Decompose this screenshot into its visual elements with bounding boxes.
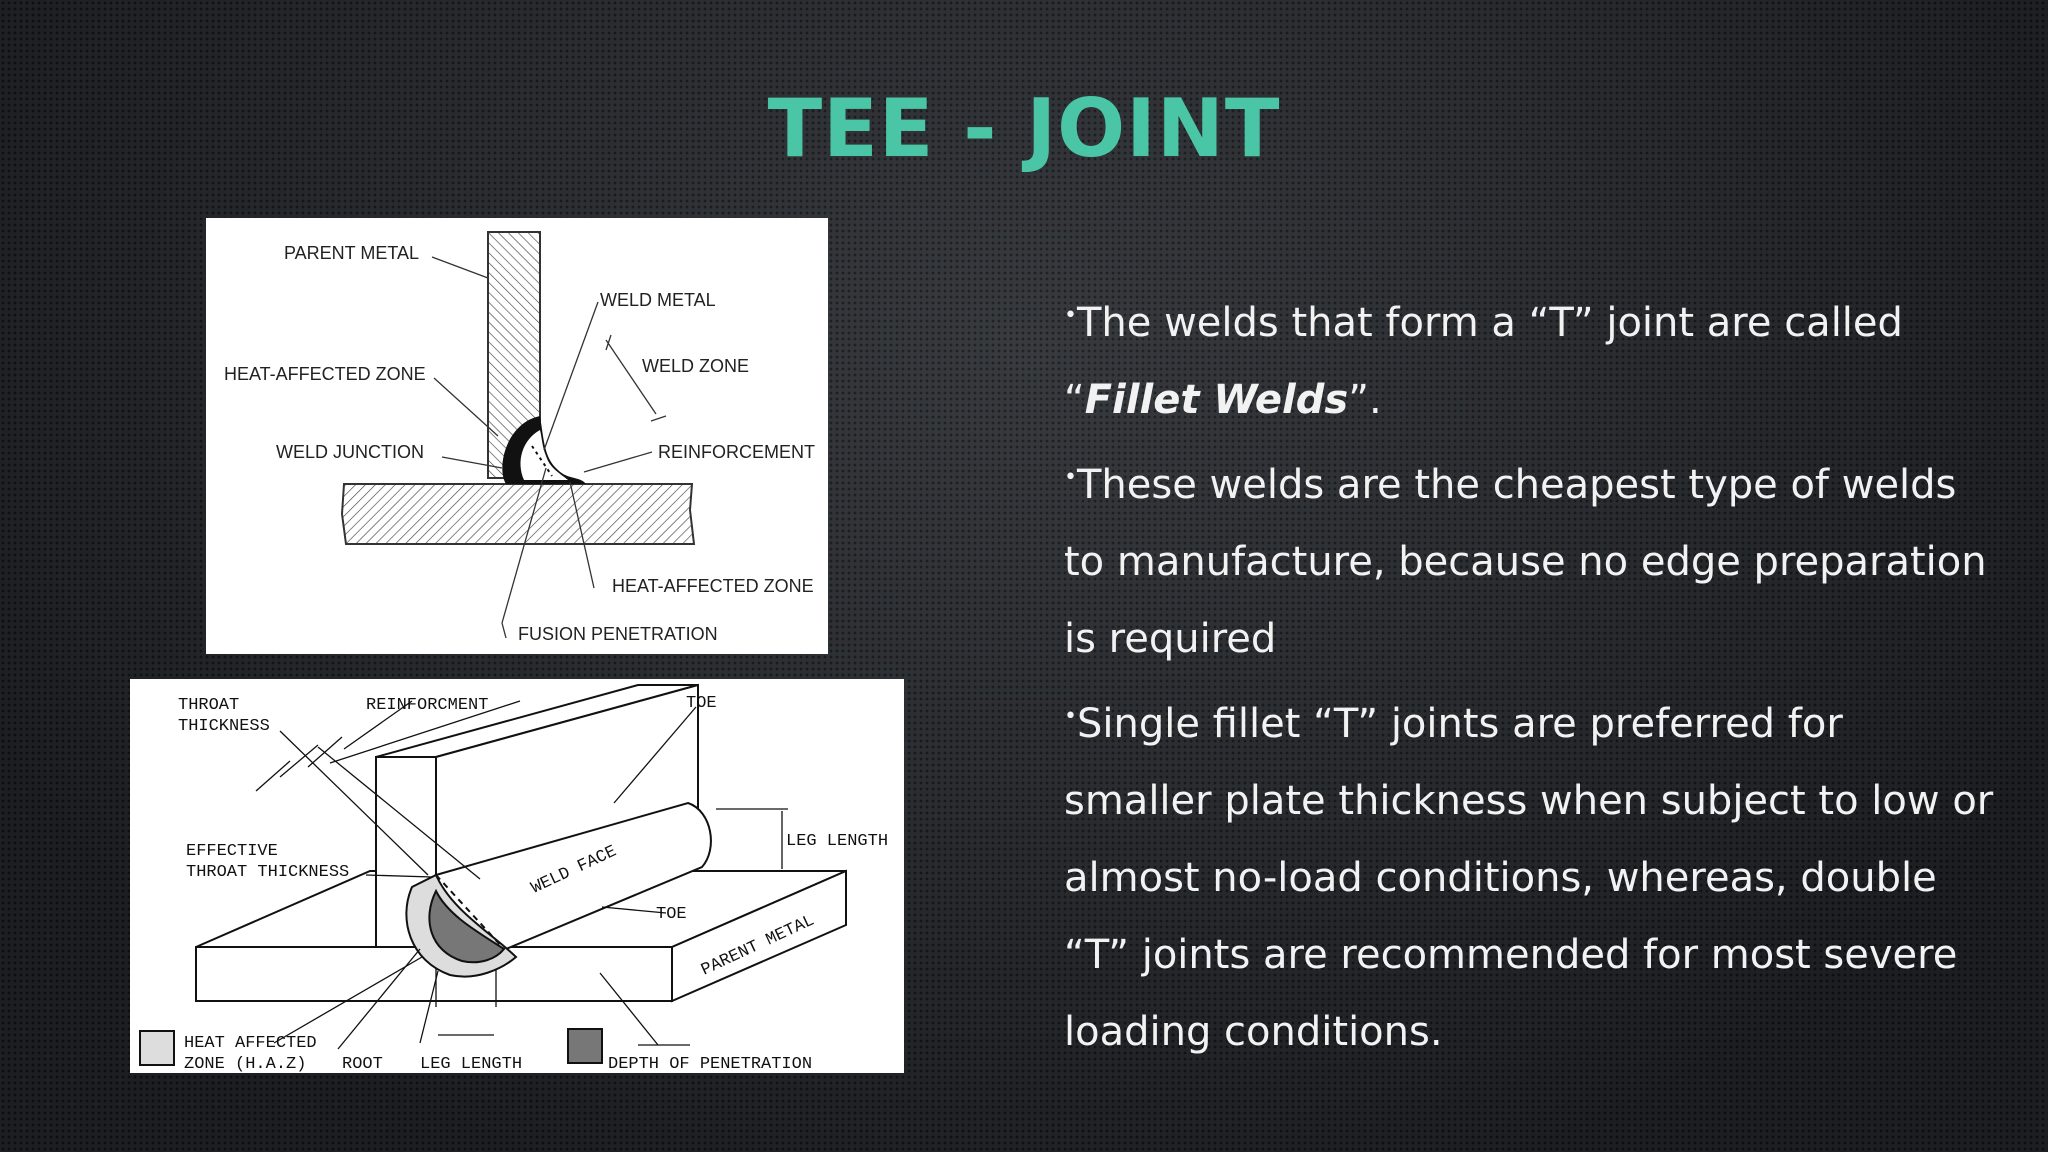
label-toe-top: TOE: [686, 694, 717, 713]
bullet-item-2: •These welds are the cheapest type of we…: [1064, 439, 1994, 678]
bullet-mark: •: [1064, 704, 1077, 729]
bullet-item-1: •The welds that form a “T” joint are cal…: [1064, 277, 1994, 439]
label-weld-junction: WELD JUNCTION: [276, 442, 424, 462]
label-fusion-penetration: FUSION PENETRATION: [518, 624, 718, 644]
bullet-list: •The welds that form a “T” joint are cal…: [1064, 277, 1994, 1071]
label-reinforcment: REINFORCMENT: [366, 696, 488, 715]
penetration-swatch: [567, 1028, 603, 1064]
label-weld-zone: WELD ZONE: [642, 356, 749, 376]
bullet-2-text: These welds are the cheapest type of wel…: [1064, 462, 1987, 662]
label-leg-length-bottom: LEG LENGTH: [420, 1055, 522, 1073]
bullet-item-3: •Single fillet “T” joints are preferred …: [1064, 678, 1994, 1071]
label-depth-of-penetration: DEPTH OF PENETRATION: [608, 1055, 812, 1073]
bullet-3-text: Single fillet “T” joints are preferred f…: [1064, 701, 1994, 1055]
fillet-weld-isometric-figure: THROAT THICKNESS REINFORCMENT TOE LEG LE…: [130, 679, 904, 1073]
label-reinforcement: REINFORCEMENT: [658, 442, 815, 462]
bullet-1-emphasis: Fillet Welds: [1084, 377, 1349, 423]
base-plate-side: [671, 869, 847, 1003]
label-heat-affected-zone-left: HEAT-AFFECTED ZONE: [224, 364, 426, 384]
tee-joint-cross-section-figure: PARENT METAL WELD METAL HEAT-AFFECTED ZO…: [206, 218, 828, 654]
label-leg-length-right: LEG LENGTH: [786, 832, 888, 851]
weld-penetration: [428, 888, 506, 964]
label-toe-mid: TOE: [656, 905, 687, 924]
label-throat: THROAT: [178, 696, 239, 715]
tee-joint-cross-section-diagram: PARENT METAL WELD METAL HEAT-AFFECTED ZO…: [224, 231, 815, 644]
bullet-mark: •: [1064, 303, 1077, 328]
haz-swatch: [139, 1030, 175, 1066]
base-plate: [340, 483, 696, 545]
label-thickness: THICKNESS: [178, 717, 270, 736]
label-effective: EFFECTIVE: [186, 842, 278, 861]
label-parent-metal: PARENT METAL: [284, 243, 419, 263]
label-zone-haz: ZONE (H.A.Z): [184, 1055, 306, 1073]
bullet-mark: •: [1064, 465, 1077, 490]
bullet-1-prefix: The welds that form a “T” joint are call…: [1064, 300, 1903, 423]
label-heat-affected-zone-right: HEAT-AFFECTED ZONE: [612, 576, 814, 596]
label-root: ROOT: [342, 1055, 383, 1073]
slide-title: TEE - JOINT: [767, 82, 1281, 175]
label-weld-metal: WELD METAL: [600, 290, 716, 310]
weld-inner: [520, 430, 568, 480]
label-heat-affected: HEAT AFFECTED: [184, 1034, 317, 1053]
label-throat-thickness: THROAT THICKNESS: [186, 863, 349, 882]
bullet-1-suffix: ”.: [1348, 377, 1382, 423]
fillet-weld-isometric-diagram: THROAT THICKNESS REINFORCMENT TOE LEG LE…: [139, 683, 888, 1073]
